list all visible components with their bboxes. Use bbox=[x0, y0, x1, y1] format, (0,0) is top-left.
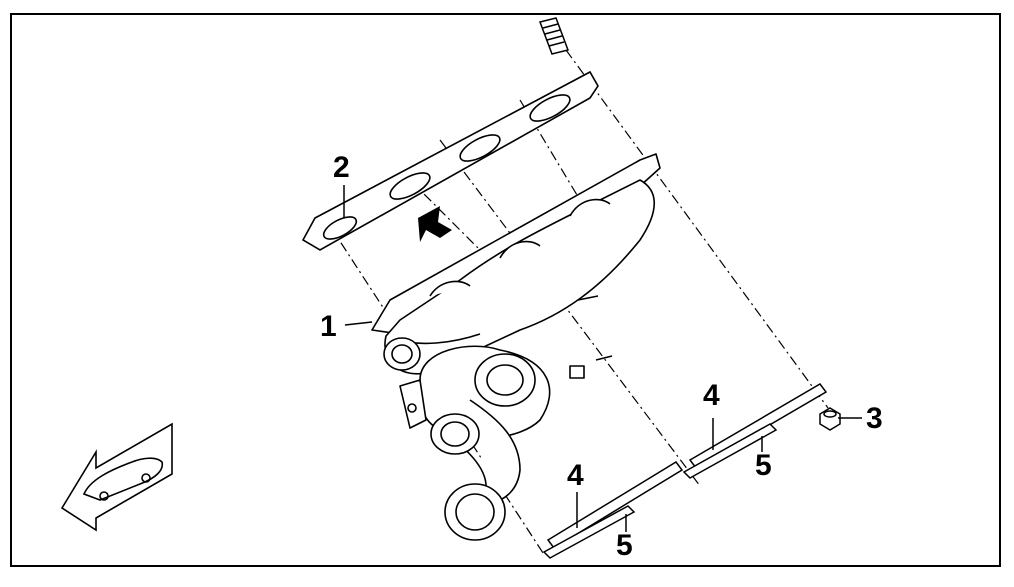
gasket-pair-lower-part bbox=[542, 461, 684, 559]
gasket-upper-part bbox=[301, 70, 599, 251]
diagram-border bbox=[10, 13, 1001, 567]
manifold-turbo-part bbox=[371, 153, 661, 541]
callout-2: 2 bbox=[333, 151, 350, 184]
stud-part bbox=[539, 17, 569, 55]
callout-4-lower: 4 bbox=[567, 459, 584, 492]
callout-4-right: 4 bbox=[703, 379, 720, 412]
install-direction-arrow bbox=[418, 206, 452, 242]
leader-lines bbox=[343, 185, 862, 532]
nut-part bbox=[819, 407, 841, 431]
vehicle-direction-icon bbox=[60, 422, 173, 532]
callout-5-right: 5 bbox=[755, 449, 772, 482]
gasket-pair-right-part bbox=[682, 383, 828, 479]
callout-5-lower: 5 bbox=[616, 529, 633, 562]
callout-1: 1 bbox=[320, 310, 337, 343]
callout-3: 3 bbox=[866, 402, 883, 435]
vehicle-front-icon bbox=[82, 457, 164, 501]
